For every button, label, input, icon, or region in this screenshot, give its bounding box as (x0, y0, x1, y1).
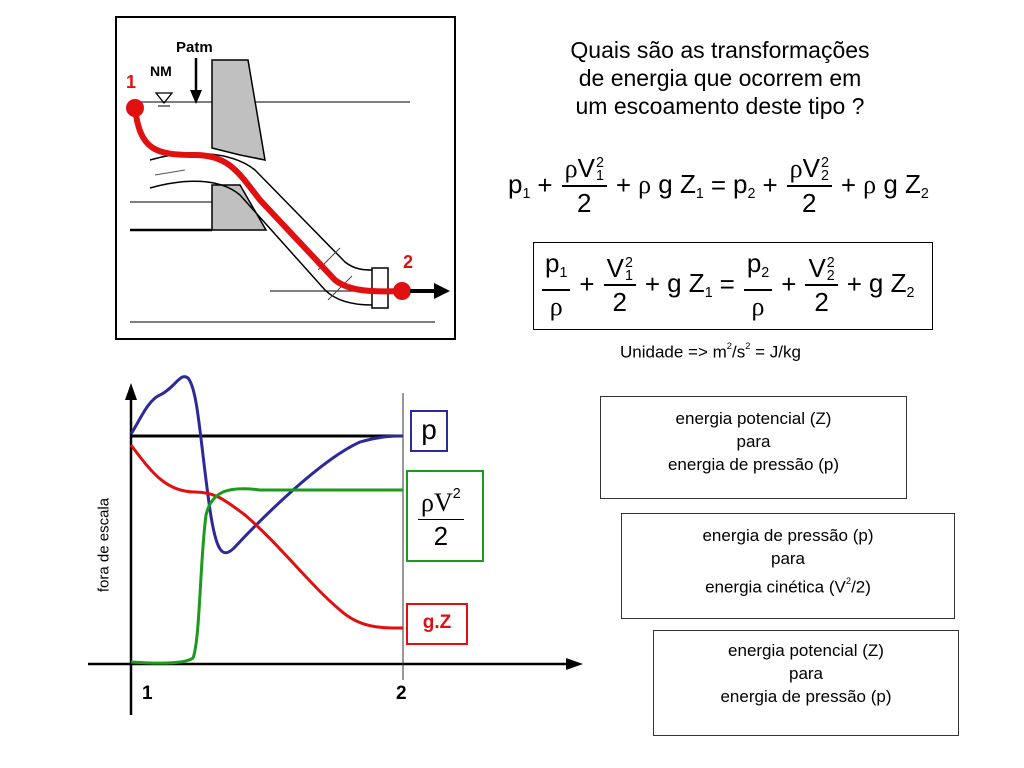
transformation-box-2: energia de pressão (p) para energia ciné… (621, 513, 955, 619)
potential-label: g.Z (406, 603, 468, 645)
bernoulli-equation-energy-box (533, 242, 933, 330)
question-text: Quais são as transformações de energia q… (570, 37, 870, 119)
pressure-curve (129, 375, 404, 555)
units-text: Unidade => m2/s2 = J/kg (620, 341, 801, 362)
outlet-valve (371, 267, 389, 309)
point-2-label: 2 (403, 252, 414, 272)
x-tick-1: 1 (142, 683, 153, 704)
dam-upper (211, 59, 266, 161)
pressure-label: p (410, 410, 448, 452)
nm-triangle-icon (154, 92, 174, 105)
transformation-box-1: energia potencial (Z) para energia de pr… (600, 396, 907, 499)
x-tick-2: 2 (396, 683, 407, 704)
point-1-label: 1 (126, 72, 137, 92)
dam-lower (211, 184, 268, 231)
kinetic-curve (130, 487, 403, 665)
point-2-marker (393, 282, 411, 300)
streamline (132, 107, 403, 295)
point-1-marker (126, 99, 144, 117)
potential-curve (129, 444, 404, 630)
nm-label: NM (150, 63, 172, 79)
patm-label: Patm (176, 39, 213, 56)
transformation-box-3: energia potencial (Z) para energia de pr… (653, 630, 959, 736)
